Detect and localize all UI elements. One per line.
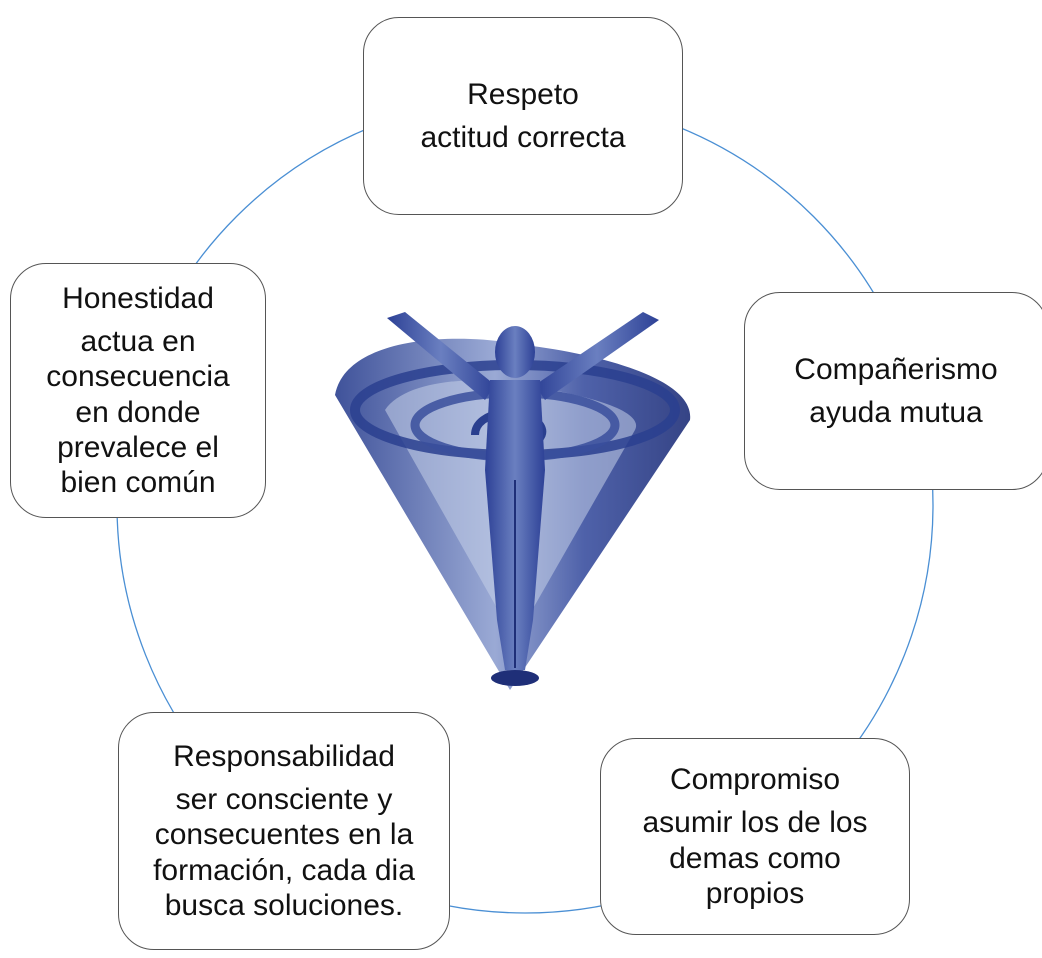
node-title: Responsabilidad <box>173 740 395 774</box>
node-honestidad: Honestidad actua en consecuencia en dond… <box>10 263 266 518</box>
node-title: Compromiso <box>669 763 841 797</box>
node-description: asumir los de los demas como propios <box>642 806 868 910</box>
node-compromiso: Compromiso asumir los de los demas como … <box>600 738 910 935</box>
node-description: ayuda mutua <box>809 396 983 429</box>
node-companerismo: Compañerismo ayuda mutua <box>744 292 1042 490</box>
node-description: ser consciente y consecuentes en la form… <box>153 783 415 922</box>
node-title: Compañerismo <box>794 352 998 386</box>
node-title: Honestidad <box>62 282 214 316</box>
node-respeto: Respeto actitud correcta <box>363 17 683 215</box>
node-description: actua en consecuencia en donde prevalece… <box>46 325 230 499</box>
node-title: Respeto <box>467 77 579 111</box>
node-responsabilidad: Responsabilidad ser consciente y consecu… <box>118 712 450 950</box>
node-description: actitud correcta <box>420 121 626 154</box>
human-figure-spiral-logo-icon <box>335 312 691 690</box>
